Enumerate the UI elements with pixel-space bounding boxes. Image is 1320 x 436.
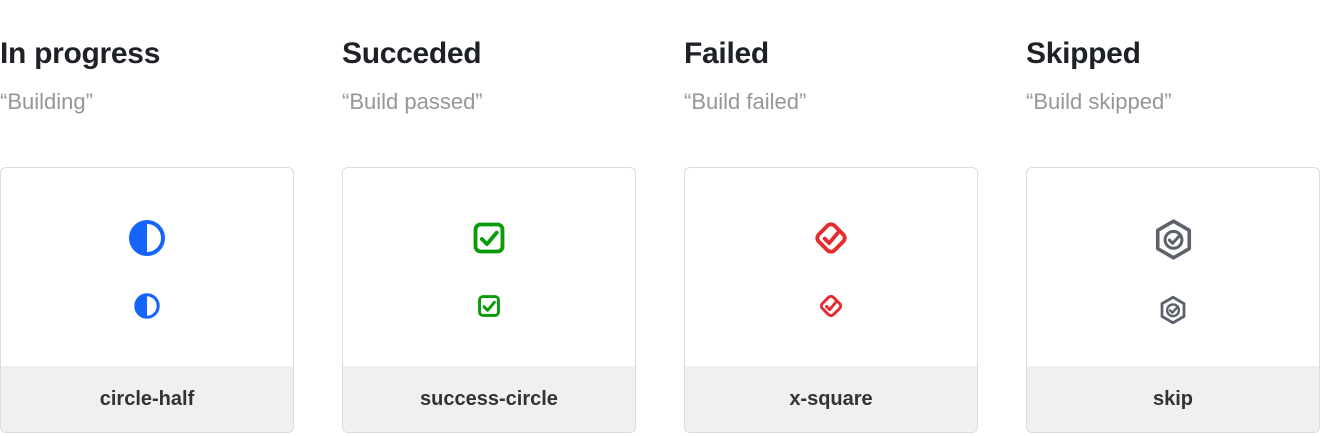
state-title: In progress: [0, 37, 161, 70]
icon-card-in-progress: circle-half: [0, 167, 294, 433]
icon-card-body: [343, 168, 635, 366]
check-square-icon: [469, 218, 509, 258]
state-subtitle: “Building”: [0, 89, 93, 114]
icon-card-body: [1, 168, 293, 366]
state-subtitle: “Build passed”: [342, 89, 483, 114]
column-succeeded: Succeded “Build passed” success-circle: [342, 0, 636, 433]
icon-card-failed: x-square: [684, 167, 978, 433]
check-hexagon-icon-small: [1158, 295, 1188, 325]
check-diamond-icon-small: [817, 292, 845, 320]
state-subtitle: “Build skipped”: [1026, 89, 1172, 114]
icon-card-skipped: skip: [1026, 167, 1320, 433]
check-diamond-icon: [811, 218, 851, 258]
column-skipped: Skipped “Build skipped”: [1026, 0, 1320, 433]
icon-card-succeeded: success-circle: [342, 167, 636, 433]
column-failed: Failed “Build failed” x-square: [684, 0, 978, 433]
icon-name-label: skip: [1027, 366, 1319, 432]
icon-name-label: x-square: [685, 366, 977, 432]
circle-half-icon-small: [133, 292, 161, 320]
column-in-progress: In progress “Building” circle-half: [0, 0, 294, 433]
state-subtitle: “Build failed”: [684, 89, 807, 114]
icon-name-label: circle-half: [1, 366, 293, 432]
icon-card-body: [685, 168, 977, 366]
state-title: Failed: [684, 37, 769, 70]
icon-card-body: [1027, 168, 1319, 366]
icon-name-label: success-circle: [343, 366, 635, 432]
state-title: Skipped: [1026, 37, 1141, 70]
check-square-icon-small: [475, 292, 503, 320]
state-title: Succeded: [342, 37, 482, 70]
check-hexagon-icon: [1152, 218, 1195, 261]
circle-half-icon: [127, 218, 167, 258]
